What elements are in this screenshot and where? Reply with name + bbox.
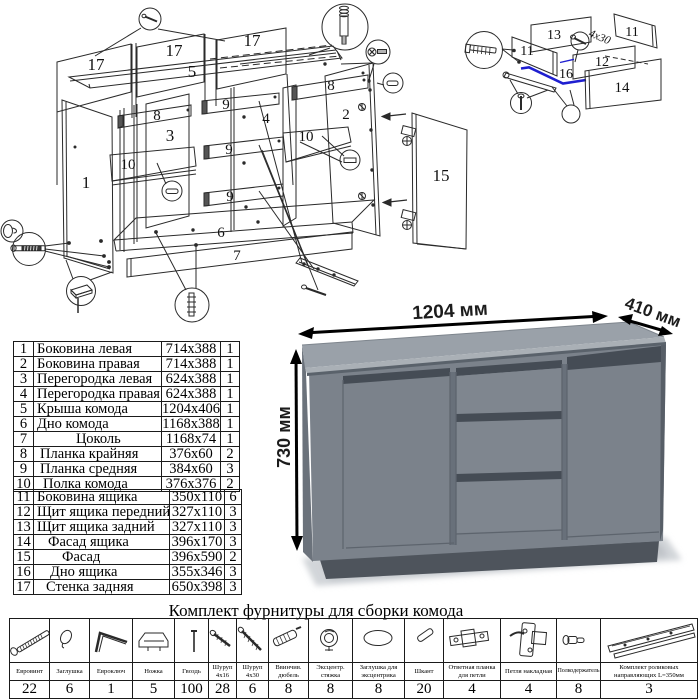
svg-text:8: 8 bbox=[153, 108, 161, 124]
svg-text:8: 8 bbox=[327, 78, 335, 94]
svg-text:10: 10 bbox=[121, 157, 136, 173]
svg-text:3: 3 bbox=[166, 126, 175, 145]
svg-text:16: 16 bbox=[559, 67, 573, 82]
svg-text:5: 5 bbox=[188, 62, 197, 81]
svg-text:1204 мм: 1204 мм bbox=[412, 299, 489, 325]
svg-text:12: 12 bbox=[595, 55, 609, 70]
svg-text:1: 1 bbox=[82, 173, 91, 192]
svg-text:730 мм: 730 мм bbox=[274, 406, 294, 468]
svg-text:15: 15 bbox=[433, 166, 450, 185]
svg-text:17: 17 bbox=[88, 55, 106, 74]
svg-text:6: 6 bbox=[217, 225, 225, 241]
svg-text:2: 2 bbox=[342, 107, 350, 123]
svg-text:9: 9 bbox=[222, 97, 230, 113]
svg-text:9: 9 bbox=[225, 142, 233, 158]
svg-text:7: 7 bbox=[233, 248, 241, 264]
svg-text:4х30: 4х30 bbox=[587, 28, 612, 48]
svg-text:14: 14 bbox=[615, 80, 631, 96]
svg-text:4: 4 bbox=[262, 111, 270, 127]
svg-text:17: 17 bbox=[166, 41, 184, 60]
svg-text:13: 13 bbox=[547, 28, 561, 43]
svg-text:9: 9 bbox=[226, 189, 234, 205]
svg-text:10: 10 bbox=[299, 129, 314, 145]
svg-text:11: 11 bbox=[520, 44, 533, 59]
svg-text:17: 17 bbox=[244, 31, 262, 50]
svg-text:11: 11 bbox=[625, 25, 638, 40]
